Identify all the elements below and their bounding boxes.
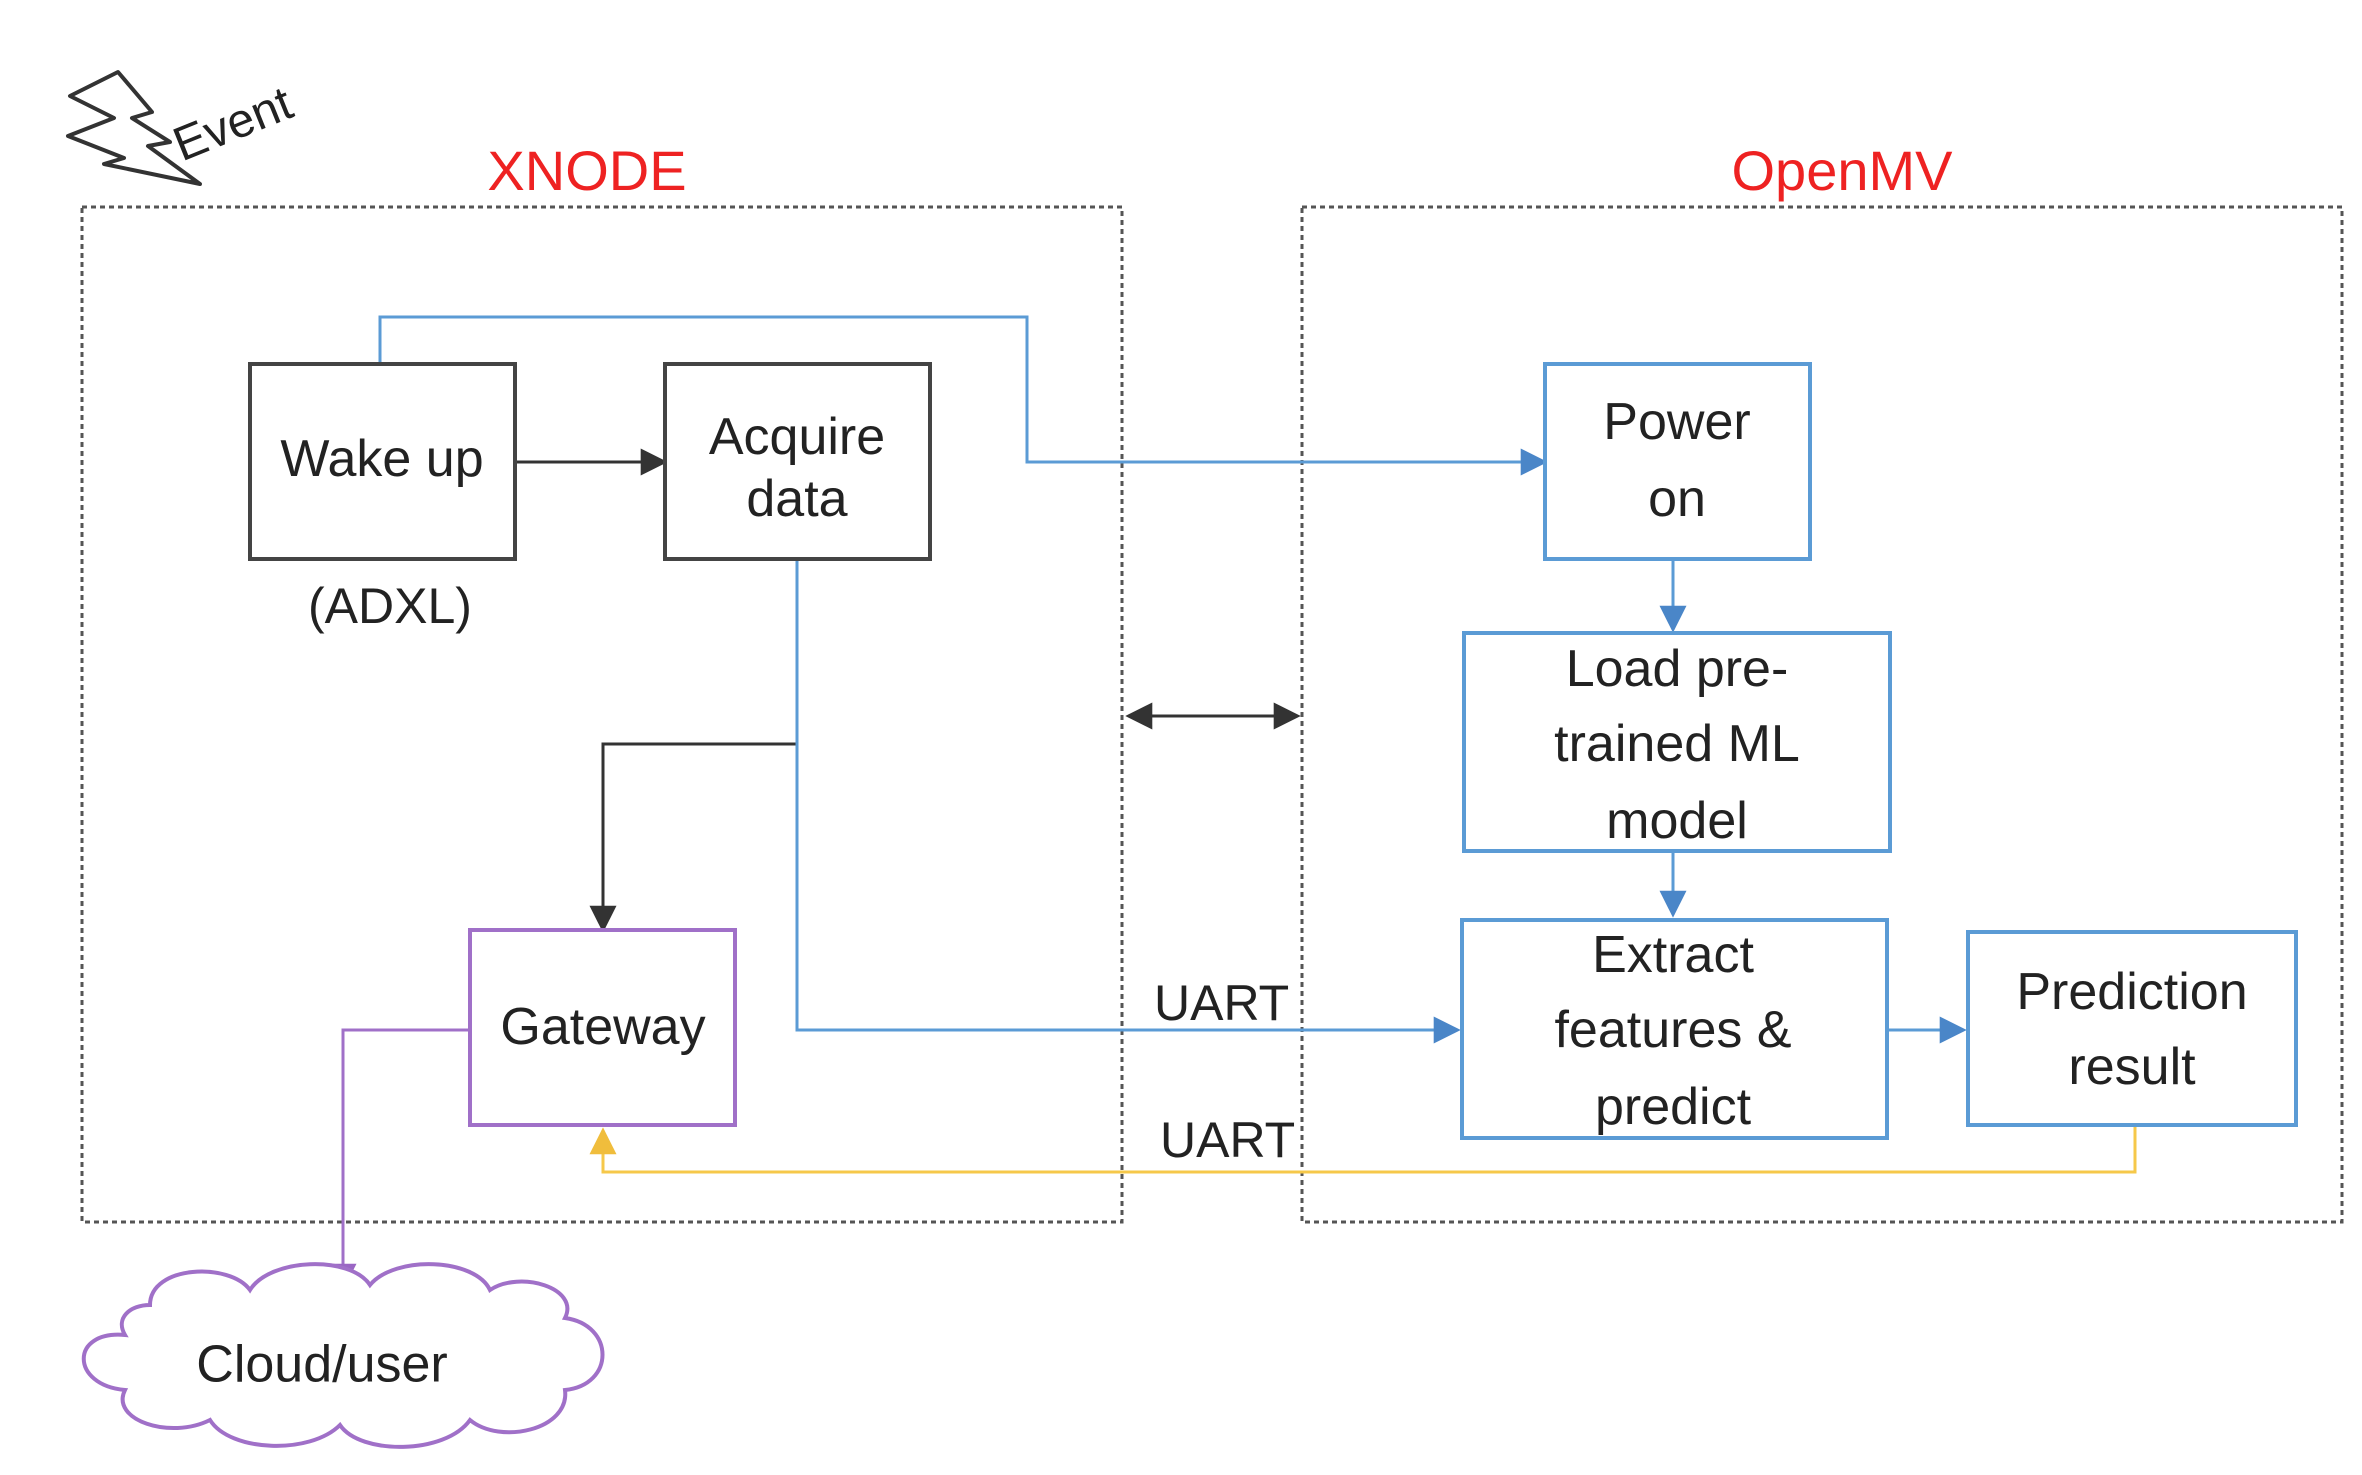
load-model-line-1: Load pre- bbox=[1566, 640, 1789, 698]
svg-text:features &: features & bbox=[1554, 1001, 1791, 1059]
acquire-to-gateway-arrow bbox=[589, 742, 797, 933]
acquire-data-line-1: Acquire bbox=[709, 408, 885, 466]
power-on-line-2: on bbox=[1648, 470, 1706, 528]
cloud-icon bbox=[81, 1262, 605, 1449]
power-on-line-1: Power bbox=[1603, 393, 1750, 451]
power-on-box: Power on bbox=[1543, 362, 1812, 561]
prediction-result-line-2: result bbox=[2068, 1038, 2196, 1096]
extract-predict-box: Extract features & predict bbox=[1460, 918, 1889, 1140]
openmv-group bbox=[1300, 205, 2344, 1224]
svg-text:on: on bbox=[1648, 470, 1706, 528]
uart-upper-label: UART bbox=[1154, 975, 1289, 1031]
svg-text:result: result bbox=[2068, 1038, 2196, 1096]
xnode-title: XNODE bbox=[487, 139, 686, 202]
svg-text:Prediction: Prediction bbox=[2016, 963, 2247, 1021]
svg-text:Acquire: Acquire bbox=[709, 408, 885, 466]
svg-text:Wake up: Wake up bbox=[280, 430, 483, 488]
acquire-data-line-2: data bbox=[746, 470, 847, 528]
event-label: Event bbox=[166, 77, 300, 172]
wake-up-label: Wake up bbox=[280, 430, 483, 488]
acquire-data-box: Acquire data bbox=[663, 362, 932, 561]
svg-text:Extract: Extract bbox=[1592, 926, 1754, 984]
svg-text:data: data bbox=[746, 470, 847, 528]
extract-predict-line-2: features & bbox=[1554, 1001, 1791, 1059]
cloud-user-label: Cloud/user bbox=[196, 1336, 447, 1394]
prediction-result-box: Prediction result bbox=[1966, 930, 2298, 1127]
load-model-line-3: model bbox=[1606, 792, 1748, 850]
svg-text:predict: predict bbox=[1595, 1078, 1752, 1136]
prediction-to-gateway-arrow bbox=[589, 1126, 2137, 1174]
svg-text:model: model bbox=[1606, 792, 1748, 850]
load-model-box: Load pre- trained ML model bbox=[1462, 631, 1892, 853]
wakeup-to-poweron-arrow bbox=[378, 315, 1548, 476]
svg-text:Gateway: Gateway bbox=[500, 998, 705, 1056]
openmv-title: OpenMV bbox=[1732, 139, 1954, 202]
adxl-caption: (ADXL) bbox=[308, 578, 472, 634]
gateway-to-cloud-arrow bbox=[329, 1028, 470, 1291]
xnode-group bbox=[80, 205, 1124, 1224]
gateway-box: Gateway bbox=[468, 928, 737, 1127]
svg-text:trained ML: trained ML bbox=[1554, 715, 1800, 773]
extract-predict-line-1: Extract bbox=[1592, 926, 1754, 984]
lightning-icon bbox=[66, 70, 202, 186]
acquire-to-extract-arrow bbox=[795, 560, 1461, 1044]
extract-predict-line-3: predict bbox=[1595, 1078, 1752, 1136]
load-model-line-2: trained ML bbox=[1554, 715, 1800, 773]
gateway-label: Gateway bbox=[500, 998, 705, 1056]
uart-lower-label: UART bbox=[1160, 1112, 1295, 1168]
wake-up-box: Wake up bbox=[248, 362, 517, 561]
svg-text:Load pre-: Load pre- bbox=[1566, 640, 1789, 698]
prediction-result-line-1: Prediction bbox=[2016, 963, 2247, 1021]
svg-text:Power: Power bbox=[1603, 393, 1750, 451]
